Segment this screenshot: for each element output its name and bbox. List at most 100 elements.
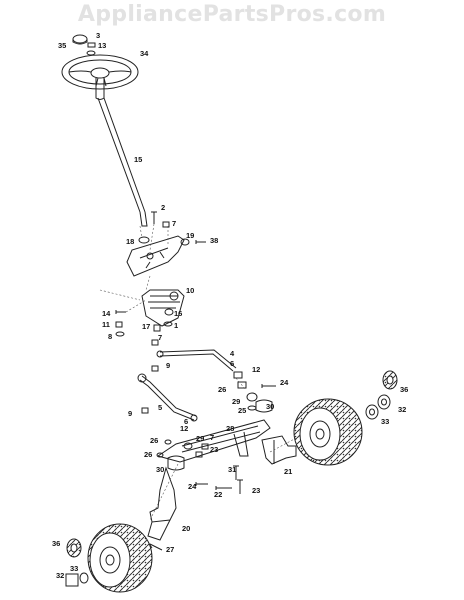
nut-9-upper bbox=[151, 365, 159, 372]
leader-lines bbox=[99, 223, 301, 521]
callout-21: 21 bbox=[284, 467, 292, 476]
parts-drawing bbox=[61, 34, 297, 551]
callout-13: 13 bbox=[98, 41, 106, 50]
callout-29-2: 29 bbox=[196, 434, 204, 443]
bolt-22 bbox=[215, 486, 232, 490]
washer-26-a bbox=[164, 439, 172, 445]
callout-33-2: 33 bbox=[70, 564, 78, 573]
callout-26-1: 26 bbox=[218, 385, 226, 394]
callout-29-1: 29 bbox=[232, 397, 240, 406]
callout-36-2: 36 bbox=[52, 539, 60, 548]
callout-2: 2 bbox=[161, 203, 165, 212]
bolt-24-upper bbox=[261, 384, 276, 388]
callout-12-2: 12 bbox=[180, 424, 188, 433]
callout-14: 14 bbox=[102, 309, 111, 318]
callout-15: 15 bbox=[134, 155, 142, 164]
callout-38: 38 bbox=[210, 236, 218, 245]
watermark: AppliancePartsPros.com bbox=[77, 2, 387, 27]
callout-32-1: 32 bbox=[398, 405, 406, 414]
bushing-29 bbox=[246, 392, 258, 402]
steering-wheel bbox=[61, 54, 139, 100]
callout-30-1: 30 bbox=[266, 402, 274, 411]
callout-30-2: 30 bbox=[156, 465, 164, 474]
washer-8 bbox=[115, 331, 125, 337]
cap-nut bbox=[87, 42, 96, 48]
callout-17: 17 bbox=[142, 322, 150, 331]
callout-33-1: 33 bbox=[381, 417, 389, 426]
callout-31: 31 bbox=[228, 465, 236, 474]
nut-23-axle bbox=[195, 451, 203, 458]
nut-7-upper bbox=[162, 221, 170, 228]
callout-34: 34 bbox=[140, 49, 149, 58]
callout-7-2: 7 bbox=[158, 333, 162, 342]
callout-5: 5 bbox=[158, 403, 162, 412]
callout-11: 11 bbox=[102, 320, 110, 329]
bushing-29-axle bbox=[183, 442, 193, 450]
callout-22: 22 bbox=[214, 490, 222, 499]
callout-25: 25 bbox=[238, 406, 246, 415]
bolt-38 bbox=[195, 240, 206, 244]
cap-washer bbox=[86, 50, 96, 56]
front-axle bbox=[156, 419, 271, 463]
callout-16: 16 bbox=[174, 309, 182, 318]
callout-3: 3 bbox=[96, 31, 100, 40]
callout-24-1: 24 bbox=[280, 378, 289, 387]
hub-cap-left bbox=[66, 538, 82, 558]
right-wheel bbox=[293, 398, 363, 466]
callout-32-2: 32 bbox=[56, 571, 64, 580]
hub-cap-right bbox=[382, 370, 398, 390]
bolt-24-lower bbox=[195, 482, 208, 486]
bushing-19 bbox=[180, 238, 190, 246]
ball-joint-12 bbox=[237, 381, 247, 389]
washer-26-b bbox=[156, 452, 164, 458]
callout-7-1: 7 bbox=[172, 219, 176, 228]
washer-30-lower bbox=[167, 455, 185, 471]
callout-23-1: 23 bbox=[210, 445, 218, 454]
callout-9-2: 9 bbox=[128, 409, 132, 418]
steering-bracket bbox=[126, 235, 185, 277]
nut-11 bbox=[115, 321, 123, 328]
callout-18: 18 bbox=[126, 237, 134, 246]
bolt-14 bbox=[115, 310, 126, 314]
callout-6-2: 6 bbox=[184, 417, 188, 426]
ball-joint-6 bbox=[233, 371, 243, 379]
nut-7-axle bbox=[201, 443, 209, 450]
callout-7-3: 7 bbox=[210, 433, 214, 442]
steering-shaft bbox=[97, 97, 148, 227]
drag-link bbox=[156, 349, 237, 372]
bolt-31 bbox=[233, 465, 239, 480]
washer-30-upper bbox=[255, 399, 273, 413]
left-wheel bbox=[87, 523, 153, 593]
callout-26-2: 26 bbox=[150, 436, 158, 445]
bolt-2 bbox=[151, 211, 157, 224]
callout-9-1: 9 bbox=[166, 361, 170, 370]
bolt-23 bbox=[237, 479, 243, 494]
callout-6-1: 6 bbox=[230, 359, 234, 368]
bushing-16 bbox=[164, 308, 174, 316]
callout-24-2: 24 bbox=[188, 482, 197, 491]
washer-1 bbox=[163, 321, 173, 327]
callout-23-2: 23 bbox=[252, 486, 260, 495]
callout-1: 1 bbox=[174, 321, 178, 330]
callout-36-1: 36 bbox=[400, 385, 408, 394]
steering-gear bbox=[141, 289, 185, 327]
tie-rod bbox=[137, 373, 198, 422]
spindle-left bbox=[147, 466, 177, 541]
nut-7-mid bbox=[151, 339, 159, 346]
callout-12-1: 12 bbox=[252, 365, 260, 374]
callout-20: 20 bbox=[182, 524, 190, 533]
callout-10: 10 bbox=[186, 286, 194, 295]
spacer-17 bbox=[153, 324, 161, 332]
nut-9-lower bbox=[141, 407, 149, 414]
washer-25 bbox=[247, 405, 257, 411]
callout-35: 35 bbox=[58, 41, 66, 50]
callout-19: 19 bbox=[186, 231, 194, 240]
callout-28: 28 bbox=[226, 424, 234, 433]
spindle-right bbox=[261, 435, 297, 465]
steering-cap bbox=[72, 34, 88, 44]
bearings-left bbox=[65, 572, 89, 587]
bushing-18 bbox=[138, 236, 150, 244]
callout-8: 8 bbox=[108, 332, 112, 341]
